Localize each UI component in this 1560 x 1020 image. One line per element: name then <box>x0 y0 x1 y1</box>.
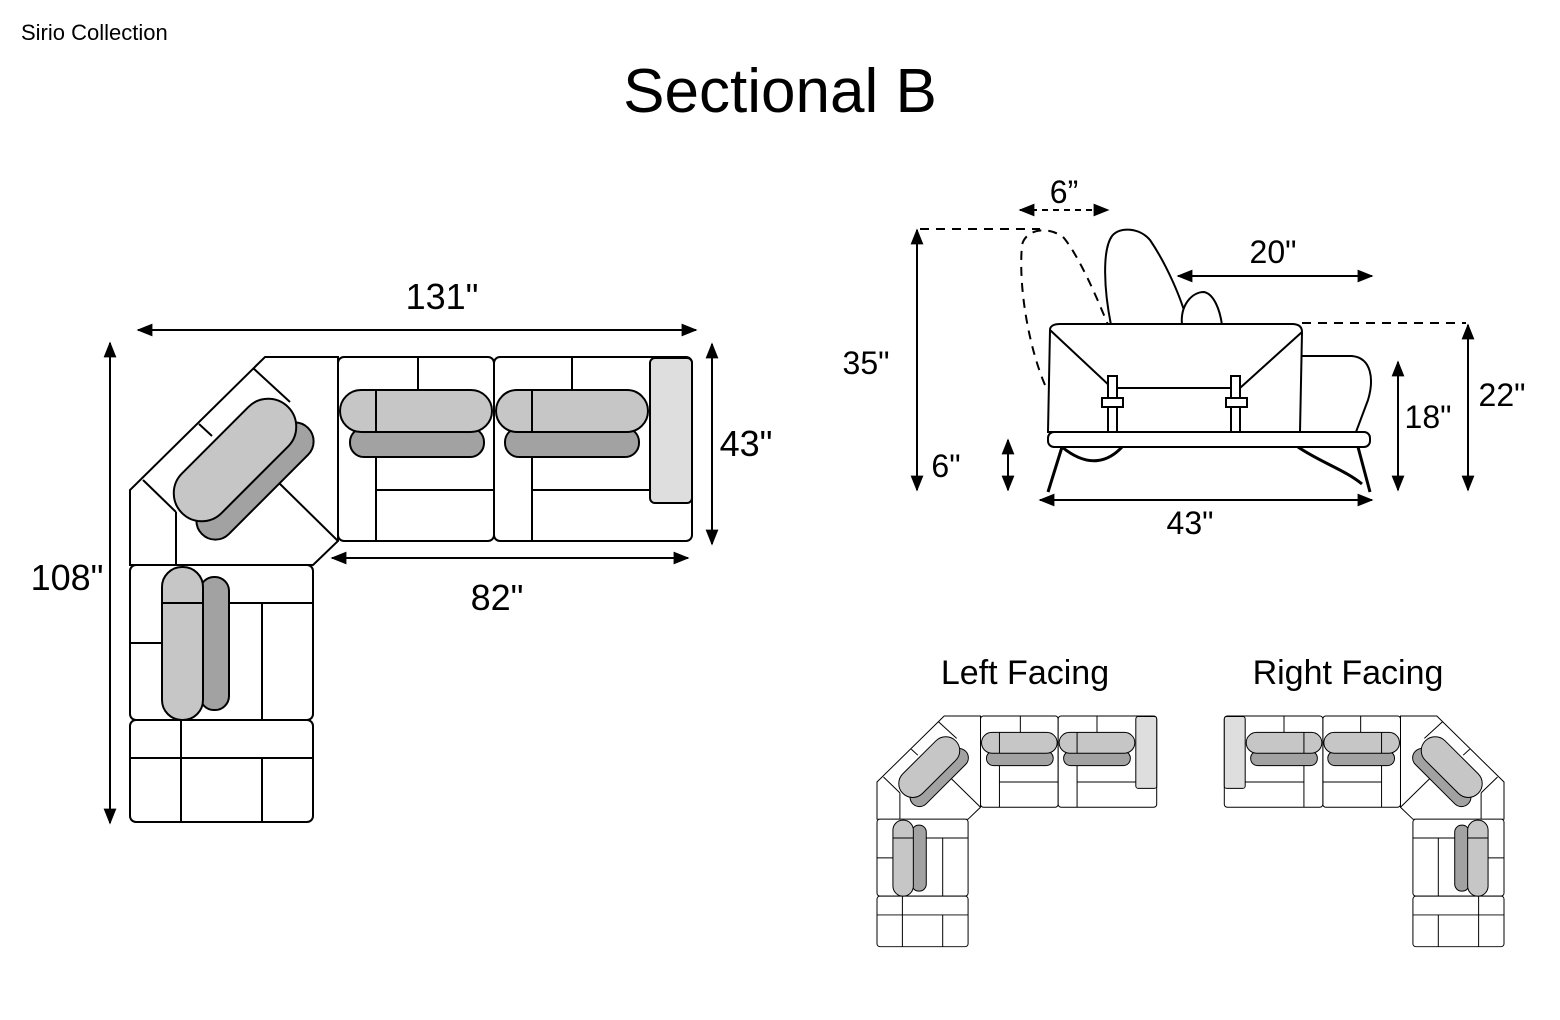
page-title: Sectional B <box>623 57 937 126</box>
width-label: 131" <box>406 276 479 317</box>
left-facing-plan <box>876 715 1158 948</box>
collection-name: Sirio Collection <box>21 20 168 45</box>
sofa-length-label: 82" <box>471 577 524 618</box>
height-label: 35" <box>843 345 890 381</box>
seat-depth-label: 20" <box>1250 234 1297 270</box>
left-facing-label: Left Facing <box>941 654 1109 692</box>
tilt-label: 6” <box>1050 174 1078 210</box>
right-facing-plan <box>1223 715 1505 948</box>
top-view-plan <box>129 356 693 823</box>
seat-height-label: 18" <box>1405 399 1452 435</box>
arm-height-label: 22" <box>1479 377 1526 413</box>
right-facing-label: Right Facing <box>1253 654 1444 692</box>
depth-label: 108" <box>31 557 104 598</box>
sofa-depth-label: 43" <box>720 423 773 464</box>
side-view-profile <box>920 228 1466 493</box>
leg-height-label: 6" <box>931 448 960 484</box>
side-depth-label: 43" <box>1167 505 1214 541</box>
